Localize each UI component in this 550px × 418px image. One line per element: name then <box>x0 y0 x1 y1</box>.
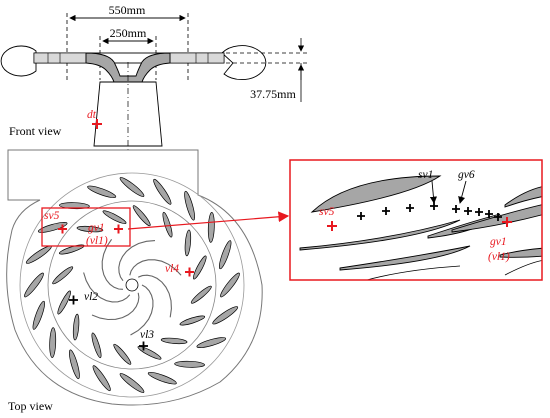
top-view-label: Top view <box>8 399 53 413</box>
guide-vane <box>76 225 104 233</box>
detail-gv6-label: gv6 <box>458 169 475 181</box>
guide-vane <box>160 337 188 345</box>
point-dt: dt <box>87 109 102 129</box>
guide-vane <box>193 255 207 280</box>
stay-vane <box>87 185 117 199</box>
detail-frame <box>289 159 543 281</box>
point-vl1-label: (vl1) <box>86 235 108 247</box>
detail-gv6-arrow <box>458 180 467 204</box>
measure-point <box>406 204 414 212</box>
stay-vane <box>119 177 145 197</box>
stay-vane <box>119 373 145 393</box>
guide-vane <box>57 290 71 315</box>
guide-vane <box>113 343 132 365</box>
point-vl2: vl2 <box>69 291 98 305</box>
guide-vane <box>72 313 80 341</box>
detail-sv5-label: sv5 <box>319 206 335 218</box>
stay-vane <box>184 190 195 221</box>
point-vl3: vl3 <box>139 329 154 351</box>
measure-point <box>382 207 390 215</box>
dimension-outer-label: 550mm <box>109 3 146 17</box>
guide-vane <box>179 315 206 326</box>
guide-vane <box>132 205 151 227</box>
dimension-inner-label: 250mm <box>110 26 147 40</box>
dimension-height: 37.75mm <box>226 38 308 102</box>
stay-vane <box>153 178 172 205</box>
measure-point <box>357 212 365 220</box>
detail-vl1-label: (vl1) <box>488 251 510 263</box>
detail-highlight-box <box>41 207 131 247</box>
dimension-height-label: 37.75mm <box>250 87 296 101</box>
guide-vane <box>91 332 102 359</box>
stay-vanes <box>24 177 240 393</box>
detail-inset: sv5 gv1 (vl1) sv1 gv6 <box>289 159 543 281</box>
measure-point <box>464 207 472 215</box>
diffuser-inner-ring <box>47 200 217 370</box>
guide-vane <box>184 229 192 257</box>
detail-point-sv5: sv5 <box>319 206 337 231</box>
dimension-250: 250mm <box>99 26 157 80</box>
measure-point <box>494 213 502 221</box>
front-view: 550mm 250mm <box>0 3 308 150</box>
impeller-hub <box>125 278 139 292</box>
point-vl4: vl4 <box>165 263 194 277</box>
guide-vane <box>102 210 127 224</box>
point-sv5: sv5 <box>44 210 67 234</box>
detail-sv1-label: sv1 <box>418 169 433 181</box>
stay-vane <box>49 327 57 358</box>
front-view-label: Front view <box>9 124 62 138</box>
stay-vane <box>37 222 68 233</box>
point-vl4-label: vl4 <box>165 263 179 275</box>
impeller-blade <box>101 238 124 290</box>
point-dt-label: dt <box>87 109 97 121</box>
impeller-blade <box>83 272 131 303</box>
measure-point <box>475 208 483 216</box>
point-gv1-label: gv1 <box>88 222 105 234</box>
measure-point <box>452 205 460 213</box>
stay-vane <box>207 212 215 243</box>
stay-vane <box>196 337 227 348</box>
impeller-profile <box>85 52 171 83</box>
impeller-blade <box>118 240 156 282</box>
volute-casing <box>6 149 263 406</box>
stay-vane <box>59 202 90 210</box>
dimension-550: 550mm <box>66 3 189 80</box>
point-gv1: gv1 (vl1) <box>86 222 123 247</box>
detail-point-gv1: gv1 (vl1) <box>488 217 512 263</box>
measure-point <box>485 210 493 218</box>
point-vl3-label: vl3 <box>140 329 154 341</box>
stay-vane <box>147 371 177 385</box>
impeller-blade <box>138 274 172 318</box>
detail-vanes <box>299 175 542 280</box>
detail-connector-arrow <box>127 211 290 230</box>
guide-vanes <box>52 205 212 365</box>
stay-vane <box>69 349 80 380</box>
impeller-blade <box>129 259 182 276</box>
point-vl2-label: vl2 <box>84 291 98 303</box>
detail-measure-points <box>357 202 502 221</box>
impeller-blades <box>83 238 182 336</box>
stay-vane <box>92 365 111 392</box>
stay-vane <box>220 272 240 298</box>
scroll-cap-left <box>0 45 37 77</box>
top-view: sv5 gv1 (vl1) vl4 vl2 vl3 Top view <box>6 149 263 413</box>
diffuser-passage <box>33 52 225 64</box>
stay-vane <box>218 240 232 270</box>
stay-vane <box>32 300 46 330</box>
stay-vane <box>212 306 239 325</box>
detail-sv1-arrow <box>429 180 438 204</box>
point-sv5-label: sv5 <box>44 210 60 222</box>
detail-gv1-label: gv1 <box>490 236 507 248</box>
guide-vane <box>190 285 212 304</box>
stay-vane <box>174 360 205 368</box>
impeller-blade <box>130 284 154 336</box>
diffuser-outer-ring <box>19 172 245 398</box>
impeller-blade <box>91 292 140 321</box>
guide-vane <box>52 266 74 285</box>
stay-vane <box>24 272 44 298</box>
